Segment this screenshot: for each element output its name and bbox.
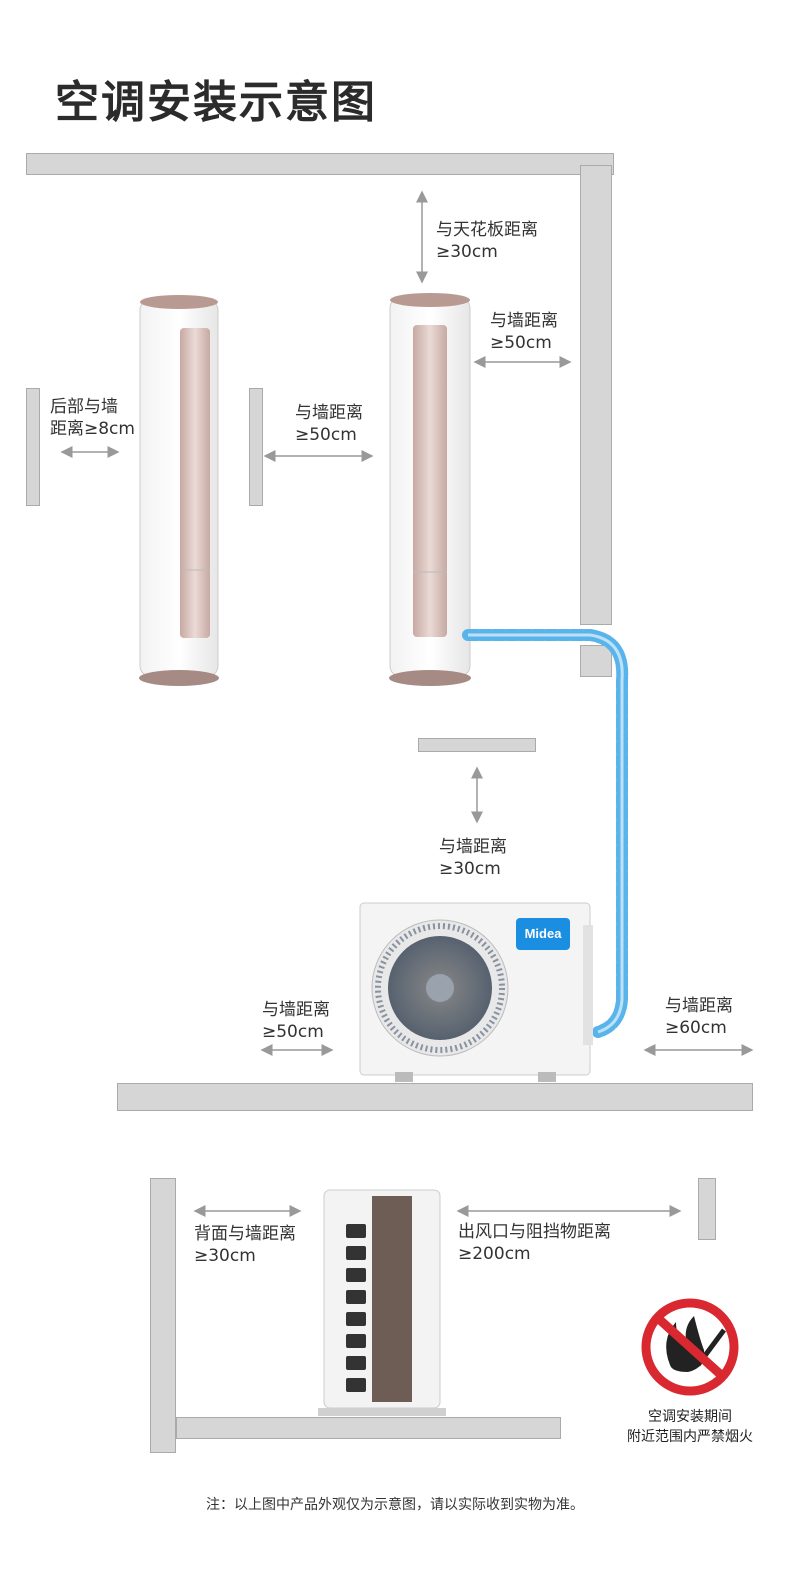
label-outdoor-right: 与墙距离 ≥60cm: [665, 996, 733, 1038]
right-room-wall-lower: [580, 645, 612, 677]
refrigerant-pipe: [462, 629, 629, 1038]
floor-platform: [117, 1083, 753, 1111]
label-outdoor-left: 与墙距离 ≥50cm: [262, 1000, 330, 1042]
bottom-floor: [176, 1417, 561, 1439]
label-indoor-back-wall: 后部与墙 距离≥8cm: [50, 397, 135, 439]
right-room-wall: [580, 165, 612, 625]
label-outdoor-back: 背面与墙距离 ≥30cm: [194, 1224, 296, 1266]
no-fire-icon: [641, 1298, 739, 1396]
back-wall-left: [26, 388, 40, 506]
ceiling-wall: [26, 153, 614, 175]
indoor-unit-right: [389, 293, 471, 686]
back-wall-bottom-left: [150, 1178, 176, 1453]
label-ceiling: 与天花板距离 ≥30cm: [436, 220, 538, 262]
label-outdoor-top: 与墙距离 ≥30cm: [439, 837, 507, 879]
outdoor-top-wall: [418, 738, 536, 752]
brand-logo: Midea: [516, 918, 570, 950]
obstacle-wall: [698, 1178, 716, 1240]
label-indoor-side-wall: 与墙距离 ≥50cm: [490, 311, 558, 353]
label-indoor-between: 与墙距离 ≥50cm: [295, 403, 363, 445]
side-wall-middle: [249, 388, 263, 506]
footer-note: 注：以上图中产品外观仅为示意图，请以实际收到实物为准。: [206, 1497, 584, 1513]
no-fire-warning: 空调安装期间 附近范围内严禁烟火: [627, 1409, 753, 1445]
label-outdoor-outlet: 出风口与阻挡物距离 ≥200cm: [458, 1222, 611, 1264]
outdoor-unit-side: [318, 1189, 446, 1416]
page-title: 空调安装示意图: [55, 77, 377, 128]
indoor-unit-left: [139, 295, 219, 686]
